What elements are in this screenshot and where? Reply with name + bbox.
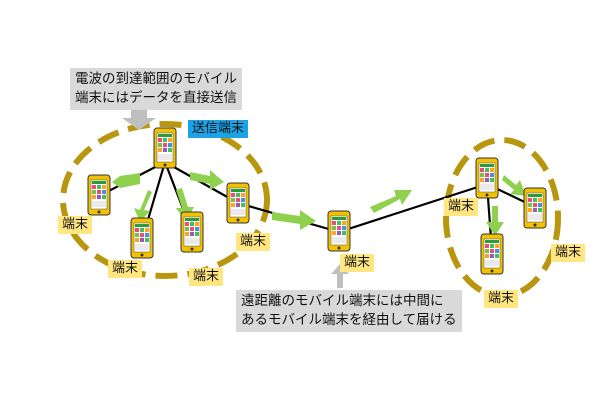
- smartphone-icon: [153, 127, 177, 169]
- green-arrow-icon: [272, 210, 316, 230]
- smartphone-icon: [87, 174, 111, 216]
- callout-line: 遠距離のモバイル端末には中間に: [241, 293, 444, 309]
- smartphone-icon: [523, 187, 547, 229]
- callout-line: 端末にはデータを直接送信: [75, 90, 237, 106]
- callout-line: あるモバイル端末を経由して届ける: [241, 312, 457, 328]
- direct-send-callout: 電波の到達範囲のモバイル 端末にはデータを直接送信: [70, 68, 242, 110]
- device-label: 端末: [551, 244, 586, 262]
- green-arrow-icon: [134, 190, 152, 222]
- smartphone-icon: [480, 233, 504, 275]
- smartphone-icon: [130, 217, 154, 259]
- device-label: 端末: [189, 268, 224, 286]
- callout-line: 電波の到達範囲のモバイル: [75, 71, 237, 87]
- smartphone-icon: [475, 157, 499, 199]
- range-circle-left: [60, 121, 270, 279]
- smartphone-icon: [327, 210, 351, 252]
- green-arrow-icon: [190, 170, 224, 190]
- green-arrow-icon: [370, 190, 412, 213]
- device-label: 端末: [340, 254, 375, 272]
- device-label: 端末: [108, 260, 143, 278]
- smartphone-icon: [180, 211, 204, 253]
- device-label: 端末: [58, 216, 93, 234]
- device-label: 端末: [236, 233, 271, 251]
- relay-callout: 遠距離のモバイル端末には中間に あるモバイル端末を経由して届ける: [236, 290, 462, 332]
- device-label: 端末: [444, 198, 479, 216]
- green-arrow-icon: [502, 175, 526, 196]
- device-label: 端末: [484, 290, 519, 308]
- sender-label: 送信端末: [188, 120, 249, 138]
- smartphone-icon: [226, 182, 250, 224]
- green-arrow-icon: [486, 206, 504, 236]
- gray-callout-arrow-icon: [122, 110, 156, 130]
- green-arrow-icon: [112, 173, 140, 188]
